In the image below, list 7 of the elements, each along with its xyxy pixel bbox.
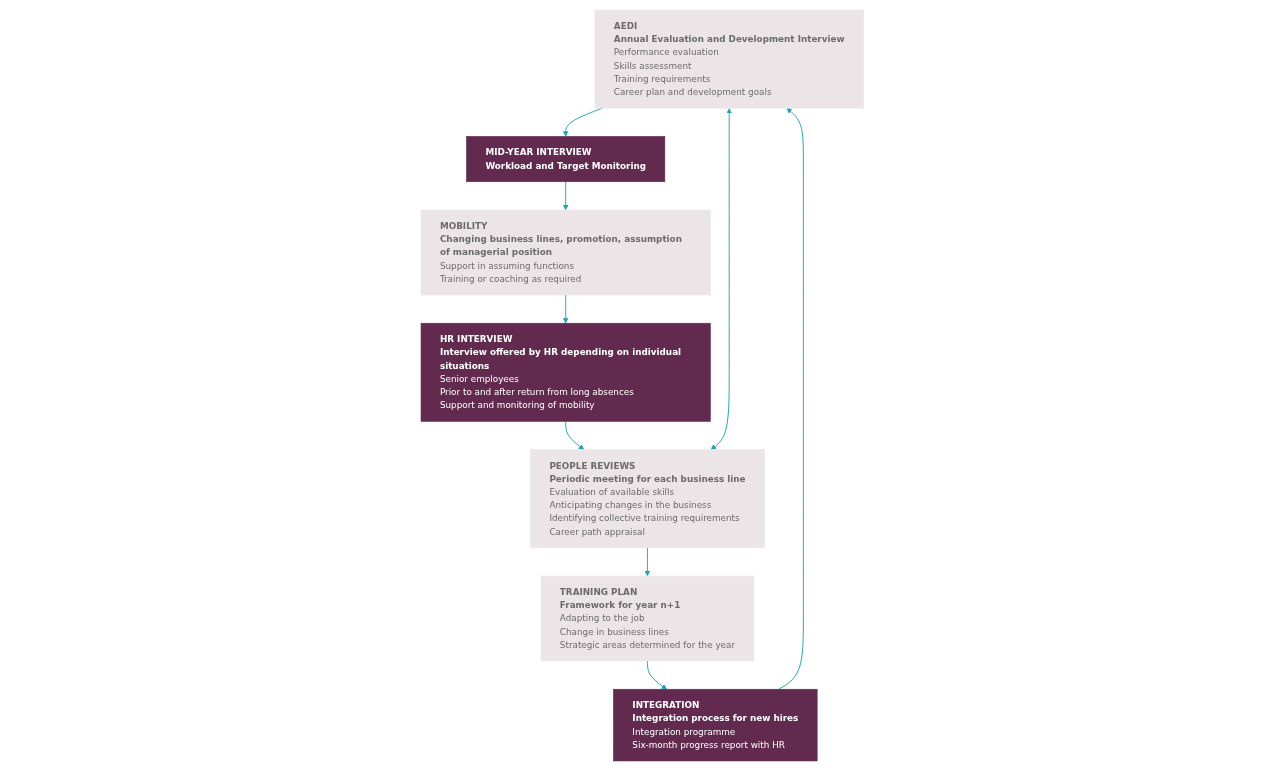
node-box: MOBILITY Changing business lines, promotion, assumption of managerial position Support in assuming functions Training or coaching as required — [421, 209, 711, 296]
node-box: PEOPLE REVIEWS Periodic meeting for each business line Evaluation of available skills Anticipating changes in the business Identifying collective training requirements Career path appraisal — [530, 449, 765, 549]
node-box: MID-YEAR INTERVIEW Workload and Target Monitoring — [466, 136, 666, 183]
node-box: AEDI Annual Evaluation and Development Interview Performance evaluation Skills assessment Training requirements Career plan and development goals — [594, 9, 864, 109]
node-box: HR INTERVIEW Interview offered by HR depending on individual situations Senior employees Prior to and after return from long absences Support and monitoring of mobility — [421, 322, 711, 422]
node-box: INTEGRATION Integration process for new hires Integration programme Six-month progress report with HR — [613, 688, 818, 762]
node-box: TRAINING PLAN Framework for year n+1 Adapting to the job Change in business lines Strategic areas determined for the year — [540, 575, 755, 662]
